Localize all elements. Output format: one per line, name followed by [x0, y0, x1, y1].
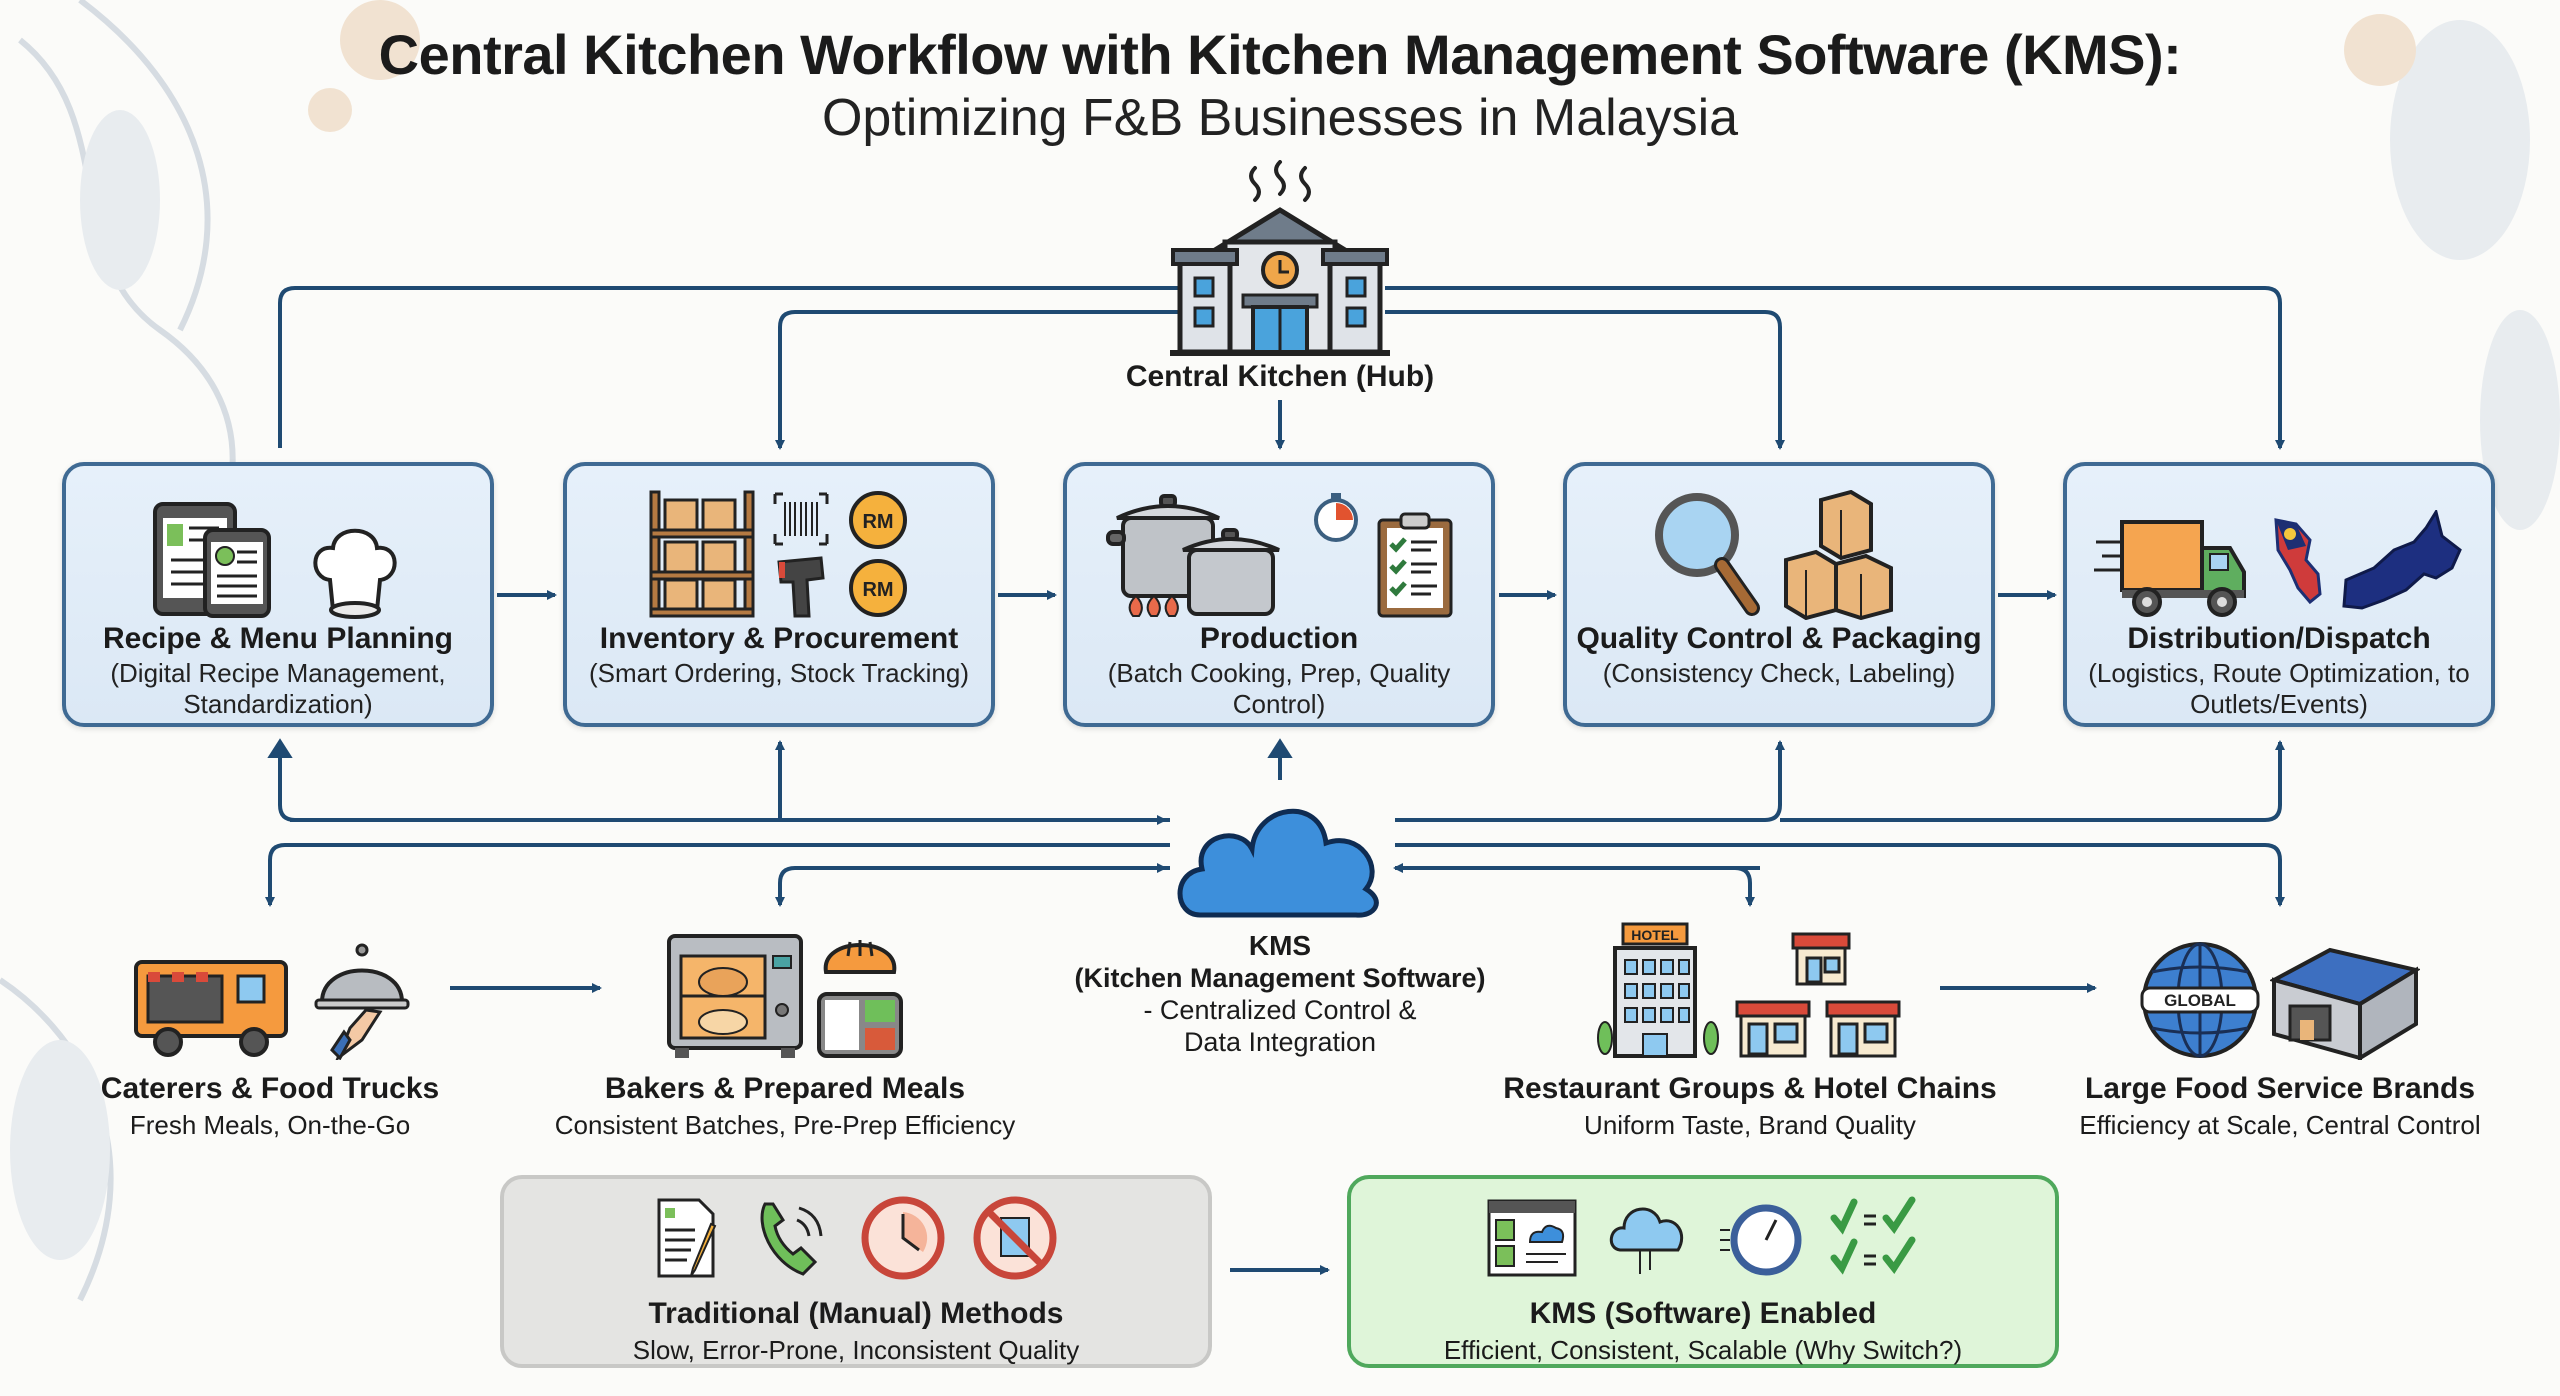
kms-tagline-1: - Centralized Control &	[1143, 995, 1417, 1025]
stage-recipe-menu-planning: Recipe & Menu Planning (Digital Recipe M…	[62, 462, 494, 727]
speedometer-icon	[1720, 1204, 1802, 1276]
central-kitchen-hub	[1150, 160, 1410, 365]
globe-label: GLOBAL	[2164, 991, 2236, 1010]
magnifying-glass-icon	[1655, 493, 1760, 616]
stage-name: Production	[1199, 622, 1359, 655]
kms-enabled-title: KMS (Software) Enabled	[1529, 1297, 1877, 1330]
traditional-title: Traditional (Manual) Methods	[648, 1297, 1064, 1330]
hub-to-inventory-arrow	[775, 310, 1180, 450]
diagram-title: Central Kitchen Workflow with Kitchen Ma…	[378, 23, 2182, 86]
stage-desc: (Smart Ordering, Stock Tracking)	[589, 658, 969, 688]
cloud-icon	[1177, 808, 1379, 918]
kms-description: KMS (Kitchen Management Software) - Cent…	[1030, 930, 1530, 1058]
stage-distribution-dispatch: Distribution/Dispatch (Logistics, Route …	[2063, 462, 2495, 727]
stopwatch-icon	[1314, 493, 1358, 542]
segment-desc: Uniform Taste, Brand Quality	[1584, 1110, 1916, 1140]
rm-coin-icon: RM RM	[849, 491, 907, 617]
meal-tray-icon	[817, 992, 903, 1058]
hotel-icon: HOTEL	[1597, 922, 1719, 1058]
kms-to-bakers-arrow	[775, 866, 1170, 907]
oven-icon	[667, 934, 803, 1058]
kms-title: KMS	[1248, 930, 1312, 961]
traditional-methods-panel: Traditional (Manual) Methods Slow, Error…	[500, 1175, 1212, 1368]
shelf-boxes-icon	[649, 490, 755, 618]
kms-to-restaurant-arrow	[1395, 866, 1755, 907]
kms-to-quality-arrow	[1395, 740, 1785, 822]
stage-inventory-procurement: RM RM Inventory & Procurement (Smart Ord…	[563, 462, 995, 727]
diagram-subtitle: Optimizing F&B Businesses in Malaysia	[821, 89, 1739, 147]
segment-restaurant-hotel-chains: HOTEL Restaurant Groups & Hotel Chains U…	[1500, 910, 2000, 1141]
traditional-desc: Slow, Error-Prone, Inconsistent Quality	[632, 1335, 1080, 1365]
kms-to-recipe-arrow	[275, 740, 1170, 822]
no-clipboard-icon	[973, 1196, 1057, 1280]
food-truck-icon	[134, 960, 288, 1057]
dashboard-window-icon	[1487, 1199, 1577, 1277]
delivery-truck-icon	[2094, 520, 2246, 617]
segment-desc: Fresh Meals, On-the-Go	[129, 1110, 411, 1140]
kms-fullname: (Kitchen Management Software)	[1074, 963, 1486, 993]
phone-call-icon	[760, 1202, 823, 1276]
hub-to-distribution-arrow	[1385, 286, 2285, 450]
kms-to-caterers-arrow	[265, 843, 1170, 907]
tablet-recipe-icon	[153, 502, 271, 618]
coin-label: RM	[862, 511, 893, 533]
coin-label: RM	[862, 579, 893, 601]
stage-quality-control-packaging: Quality Control & Packaging (Consistency…	[1563, 462, 1995, 727]
segment-caterers-food-trucks: Caterers & Food Trucks Fresh Meals, On-t…	[60, 910, 480, 1141]
chef-hat-icon	[313, 528, 397, 619]
kms-enabled-desc: Efficient, Consistent, Scalable (Why Swi…	[1443, 1335, 1963, 1365]
segment-name: Restaurant Groups & Hotel Chains	[1503, 1072, 1997, 1105]
stage-name: Quality Control & Packaging	[1576, 622, 1982, 655]
segment-name: Caterers & Food Trucks	[100, 1072, 440, 1105]
stacked-boxes-icon	[1784, 490, 1893, 620]
stage-production: Production (Batch Cooking, Prep, Quality…	[1063, 462, 1495, 727]
cloud-sync-icon	[1609, 1207, 1684, 1274]
segment-name: Large Food Service Brands	[2084, 1072, 2476, 1105]
checklist-clipboard-icon	[1377, 512, 1453, 618]
hub-to-quality-arrow	[1385, 310, 1785, 450]
central-kitchen-building-icon	[1170, 160, 1390, 356]
paper-form-icon	[657, 1198, 717, 1278]
restaurant-storefront-icon	[1735, 932, 1901, 1058]
segment-bakers-prepared-meals: Bakers & Prepared Meals Consistent Batch…	[540, 910, 1030, 1141]
clock-icon	[861, 1196, 945, 1280]
stage-name: Inventory & Procurement	[599, 622, 959, 655]
kms-to-largebrands-arrow	[1395, 843, 2285, 907]
hub-to-recipe-arrow	[278, 286, 1180, 448]
serving-cloche-icon	[314, 943, 410, 1060]
check-equals-check-icon	[1830, 1196, 1916, 1275]
segment-desc: Efficiency at Scale, Central Control	[2079, 1110, 2481, 1140]
cooking-pots-icon	[1106, 494, 1280, 617]
segment-desc: Consistent Batches, Pre-Prep Efficiency	[554, 1110, 1016, 1140]
segment-large-food-service-brands: GLOBAL Large Food Service Brands Efficie…	[2060, 910, 2500, 1141]
segment-name: Bakers & Prepared Meals	[604, 1072, 966, 1105]
globe-icon: GLOBAL	[2140, 942, 2260, 1058]
malaysia-map-icon	[2274, 510, 2462, 610]
warehouse-icon	[2270, 947, 2420, 1060]
stage-name: Distribution/Dispatch	[2127, 622, 2431, 655]
stage-desc: (Logistics, Route Optimization, to Outle…	[2088, 658, 2470, 719]
stage-name: Recipe & Menu Planning	[102, 622, 454, 655]
stage-desc: (Consistency Check, Labeling)	[1602, 658, 1956, 688]
barcode-scanner-icon	[773, 492, 829, 618]
kms-enabled-panel: KMS (Software) Enabled Efficient, Consis…	[1347, 1175, 2059, 1368]
bread-icon	[823, 940, 897, 974]
stage-desc: (Batch Cooking, Prep, Quality Control)	[1107, 658, 1451, 719]
hub-label: Central Kitchen (Hub)	[1125, 360, 1435, 393]
kms-to-distribution-arrow	[1780, 740, 2285, 822]
hotel-sign: HOTEL	[1631, 927, 1679, 943]
kms-tagline-2: Data Integration	[1183, 1027, 1377, 1057]
stage-desc: (Digital Recipe Management, Standardizat…	[110, 658, 446, 719]
